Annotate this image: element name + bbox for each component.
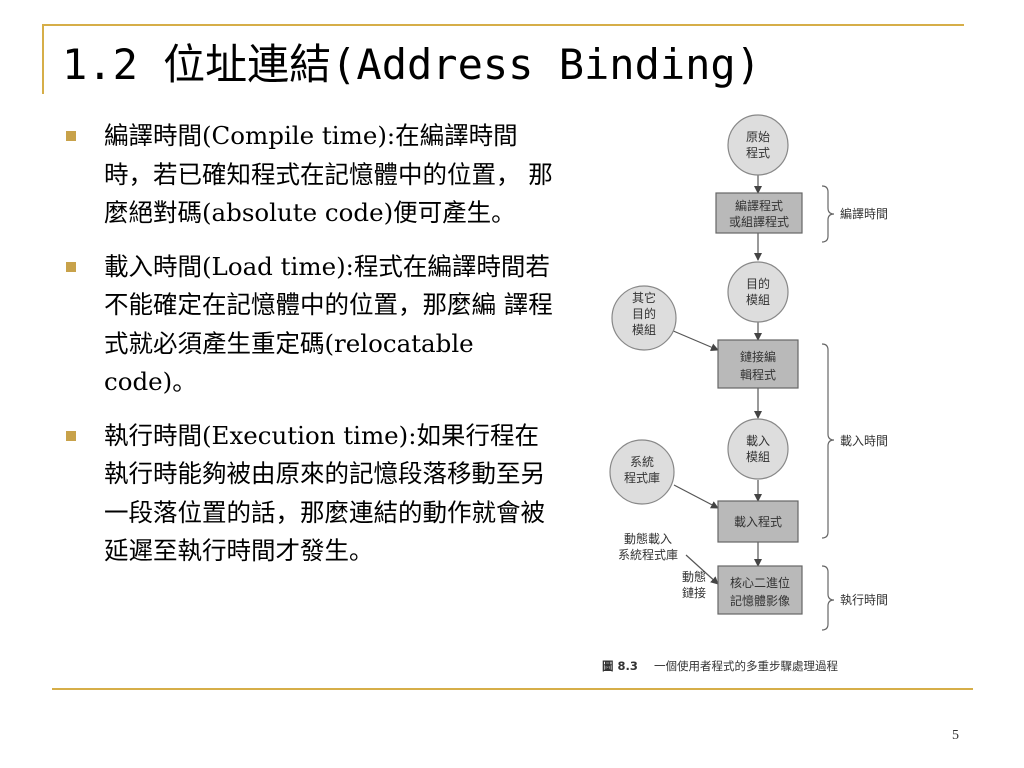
svg-text:模組: 模組: [632, 323, 656, 337]
bullet-list: 編譯時間(Compile time):在編譯時間時，若已確知程式在記憶體中的位置…: [66, 117, 556, 586]
bullet-item-execution-time: 執行時間(Execution time):如果行程在執行時能夠被由原來的記憶段落…: [66, 417, 556, 571]
svg-text:原始: 原始: [746, 130, 770, 144]
binding-diagram: 原始 程式 編譯程式 或組譯程式 目的 模組 其它 目的 模組 鏈接編 輯程式 …: [602, 114, 888, 673]
svg-text:模組: 模組: [746, 293, 770, 307]
svg-text:編譯程式: 編譯程式: [735, 198, 783, 213]
diagram-connectors: [670, 175, 762, 585]
svg-text:載入: 載入: [746, 434, 770, 448]
svg-text:系統: 系統: [630, 455, 654, 469]
svg-text:系統程式庫: 系統程式庫: [618, 547, 678, 562]
svg-text:動態載入: 動態載入: [624, 531, 672, 546]
svg-text:輯程式: 輯程式: [740, 367, 776, 382]
figure-caption-number: 圖 8.3: [602, 659, 638, 673]
svg-text:鏈接: 鏈接: [682, 585, 706, 600]
time-braces: [821, 185, 835, 631]
slide-title: 1.2 位址連結(Address Binding): [62, 40, 762, 89]
bullet-text: 載入時間(Load time):程式在編譯時間若不能確定在記憶體中的位置，那麼編…: [104, 251, 553, 397]
page-number: 5: [952, 728, 959, 743]
linkage-editor-node: 鏈接編 輯程式: [717, 339, 799, 389]
execution-time-label: 執行時間: [840, 593, 888, 607]
bottom-rule: [52, 688, 973, 690]
bullet-square-icon: [66, 430, 76, 441]
bullet-item-load-time: 載入時間(Load time):程式在編譯時間若不能確定在記憶體中的位置，那麼編…: [66, 248, 556, 402]
load-time-label: 載入時間: [840, 434, 888, 448]
svg-text:或組譯程式: 或組譯程式: [729, 214, 789, 229]
system-library-node: 系統 程式庫: [609, 439, 675, 505]
load-module-node: 載入 模組: [727, 418, 789, 480]
memory-image-node: 核心二進位 記憶體影像: [717, 565, 803, 615]
bullet-text: 執行時間(Execution time):如果行程在執行時能夠被由原來的記憶段落…: [104, 420, 545, 566]
bullet-square-icon: [66, 131, 76, 141]
svg-text:目的: 目的: [746, 276, 770, 291]
svg-text:模組: 模組: [746, 450, 770, 464]
source-program-node: 原始 程式: [727, 114, 789, 176]
top-rule: [42, 24, 964, 26]
figure-caption-text: 一個使用者程式的多重步驟處理過程: [654, 659, 838, 673]
svg-text:鏈接編: 鏈接編: [740, 349, 776, 364]
svg-text:載入程式: 載入程式: [734, 514, 782, 529]
svg-text:動態: 動態: [682, 569, 706, 584]
svg-text:程式: 程式: [746, 145, 770, 160]
compiler-node: 編譯程式 或組譯程式: [715, 192, 803, 234]
left-rule: [42, 24, 44, 94]
bullet-square-icon: [66, 261, 76, 272]
svg-text:程式庫: 程式庫: [624, 470, 660, 485]
svg-text:目的: 目的: [632, 306, 656, 321]
object-module-node: 目的 模組: [727, 261, 789, 323]
other-modules-node: 其它 目的 模組: [611, 285, 677, 351]
bullet-text: 編譯時間(Compile time):在編譯時間時，若已確知程式在記憶體中的位置…: [104, 121, 553, 227]
svg-text:記憶體影像: 記憶體影像: [730, 593, 790, 608]
compile-time-label: 編譯時間: [840, 206, 888, 221]
svg-text:其它: 其它: [632, 290, 656, 305]
svg-text:核心二進位: 核心二進位: [730, 575, 790, 590]
bullet-item-compile-time: 編譯時間(Compile time):在編譯時間時，若已確知程式在記憶體中的位置…: [66, 117, 556, 233]
dynamic-library-label: 動態載入 系統程式庫: [618, 531, 678, 562]
loader-node: 載入程式: [717, 500, 799, 543]
dynamic-linking-label: 動態 鏈接: [682, 569, 706, 600]
